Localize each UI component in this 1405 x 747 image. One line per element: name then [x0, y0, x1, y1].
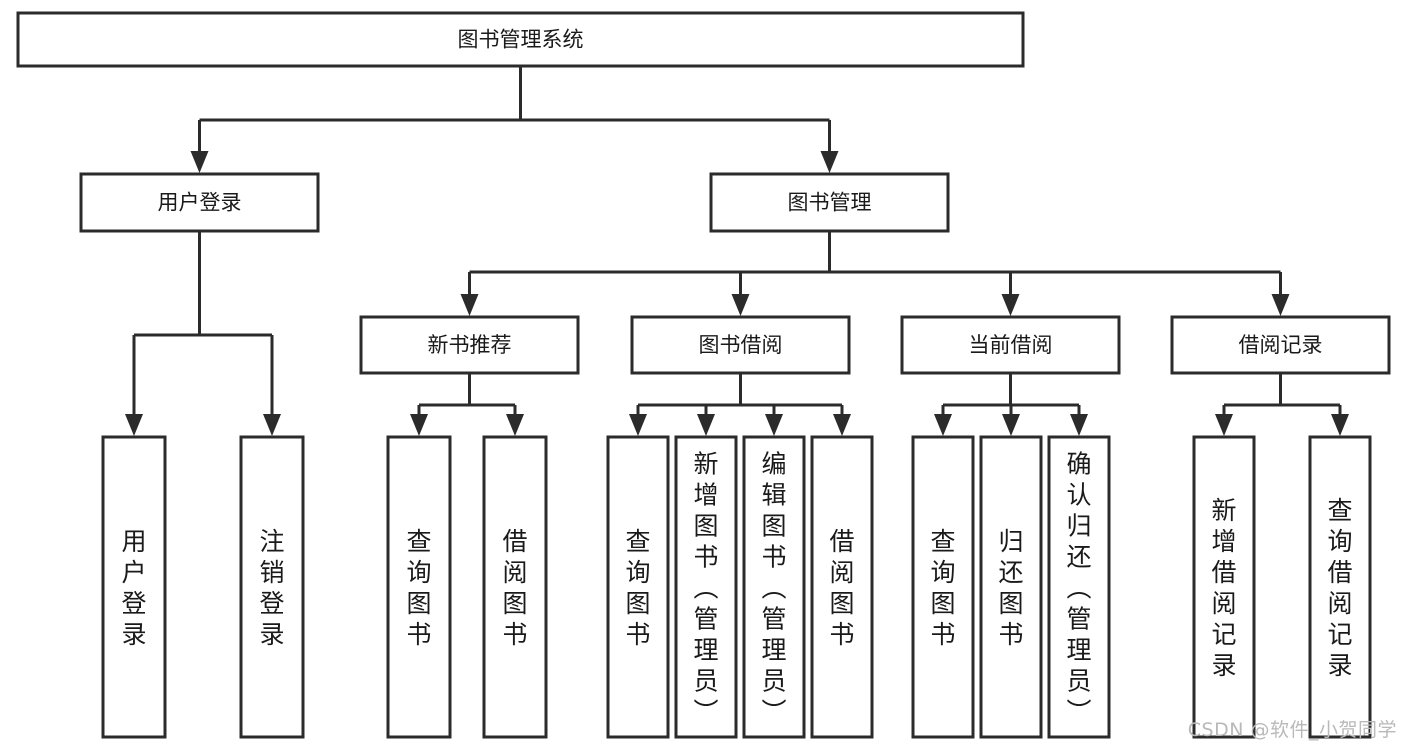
node-leaf-5[interactable]: 查询图书	[606, 435, 670, 739]
node-label: 注销登录	[259, 527, 284, 649]
node-login[interactable]: 用户登录	[79, 172, 320, 233]
node-label: 编辑图书︵管理员︶	[761, 449, 786, 726]
node-borrow[interactable]: 图书借阅	[630, 315, 851, 375]
node-label: 借阅图书	[502, 527, 527, 649]
node-box	[101, 435, 167, 739]
node-box	[1170, 315, 1391, 375]
node-current[interactable]: 当前借阅	[900, 315, 1121, 375]
connector-arrow-icon	[1070, 414, 1088, 436]
node-box	[1047, 435, 1111, 739]
node-leaf-9[interactable]: 查询图书	[911, 435, 975, 739]
connector-arrow-icon	[731, 294, 750, 316]
node-box	[606, 435, 670, 739]
connector-arrow-icon	[460, 294, 479, 316]
node-box	[79, 172, 320, 233]
node-leaf-4[interactable]: 借阅图书	[482, 435, 548, 739]
node-leaf-7[interactable]: 编辑图书︵管理员︶	[742, 435, 806, 739]
node-label: 确认归还︵管理员︶	[1066, 449, 1091, 726]
node-records[interactable]: 借阅记录	[1170, 315, 1391, 375]
node-leaf-1[interactable]: 用户登录	[101, 435, 167, 739]
connector-arrow-icon	[410, 414, 428, 436]
node-boxes-layer: 图书管理系统用户登录图书管理新书推荐图书借阅当前借阅借阅记录用户登录注销登录查询…	[16, 11, 1391, 739]
node-label: 借阅图书	[829, 527, 854, 649]
node-leaf-13[interactable]: 查询借阅记录	[1308, 435, 1372, 739]
node-box	[742, 435, 806, 739]
node-label: 用户登录	[158, 191, 242, 215]
node-leaf-6[interactable]: 新增图书︵管理员︶	[674, 435, 738, 739]
connector-arrow-icon	[697, 414, 715, 436]
node-leaf-10[interactable]: 归还图书	[979, 435, 1043, 739]
node-label: 新增借阅记录	[1211, 496, 1236, 680]
node-box	[979, 435, 1043, 739]
node-leaf-11[interactable]: 确认归还︵管理员︶	[1047, 435, 1111, 739]
node-box	[1192, 435, 1256, 739]
node-label: 当前借阅	[969, 333, 1053, 357]
connector-arrow-icon	[1002, 414, 1020, 436]
connector-arrow-icon	[125, 414, 143, 436]
connector-arrow-icon	[190, 151, 209, 173]
connector-arrow-icon	[833, 414, 851, 436]
node-bookmgmt[interactable]: 图书管理	[709, 172, 950, 233]
connector-lines-layer	[125, 66, 1349, 436]
connector-arrow-icon	[629, 414, 647, 436]
node-leaf-3[interactable]: 查询图书	[386, 435, 452, 739]
node-box	[359, 315, 580, 375]
node-box	[386, 435, 452, 739]
connector-arrow-icon	[1215, 414, 1233, 436]
node-box	[239, 435, 305, 739]
node-label: 新书推荐	[428, 333, 512, 357]
node-leaf-8[interactable]: 借阅图书	[810, 435, 874, 739]
connector-arrow-icon	[1001, 294, 1020, 316]
node-label: 归还图书	[998, 527, 1023, 649]
node-label: 查询图书	[406, 527, 431, 649]
node-box	[482, 435, 548, 739]
connector-arrow-icon	[1271, 294, 1290, 316]
node-label: 查询图书	[930, 527, 955, 649]
node-box	[810, 435, 874, 739]
connector-arrow-icon	[934, 414, 952, 436]
node-label: 查询借阅记录	[1327, 496, 1352, 680]
node-label: 图书管理系统	[458, 28, 584, 52]
node-box	[709, 172, 950, 233]
connector-arrow-icon	[820, 151, 839, 173]
node-box	[911, 435, 975, 739]
node-label: 查询图书	[625, 527, 650, 649]
node-newbook[interactable]: 新书推荐	[359, 315, 580, 375]
node-box	[900, 315, 1121, 375]
node-box	[1308, 435, 1372, 739]
node-label: 用户登录	[121, 527, 146, 649]
connector-arrow-icon	[263, 414, 281, 436]
connector-arrow-icon	[765, 414, 783, 436]
node-label: 新增图书︵管理员︶	[693, 449, 718, 726]
node-box	[674, 435, 738, 739]
node-label: 图书管理	[788, 191, 872, 215]
node-box	[16, 11, 1025, 68]
connector-arrow-icon	[1331, 414, 1349, 436]
node-root[interactable]: 图书管理系统	[16, 11, 1025, 68]
node-box	[630, 315, 851, 375]
node-leaf-2[interactable]: 注销登录	[239, 435, 305, 739]
node-label: 借阅记录	[1239, 333, 1323, 357]
connector-arrow-icon	[506, 414, 524, 436]
node-leaf-12[interactable]: 新增借阅记录	[1192, 435, 1256, 739]
node-label: 图书借阅	[699, 333, 783, 357]
